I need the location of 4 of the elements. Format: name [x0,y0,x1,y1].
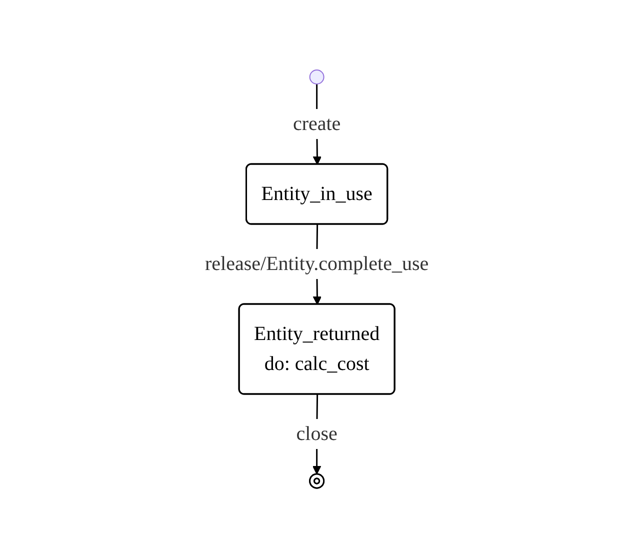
node-circle [309,69,324,84]
edge-label: create [292,112,340,134]
edge-label: close [296,422,338,444]
edge-label: release/Entity.complete_use [204,252,428,274]
